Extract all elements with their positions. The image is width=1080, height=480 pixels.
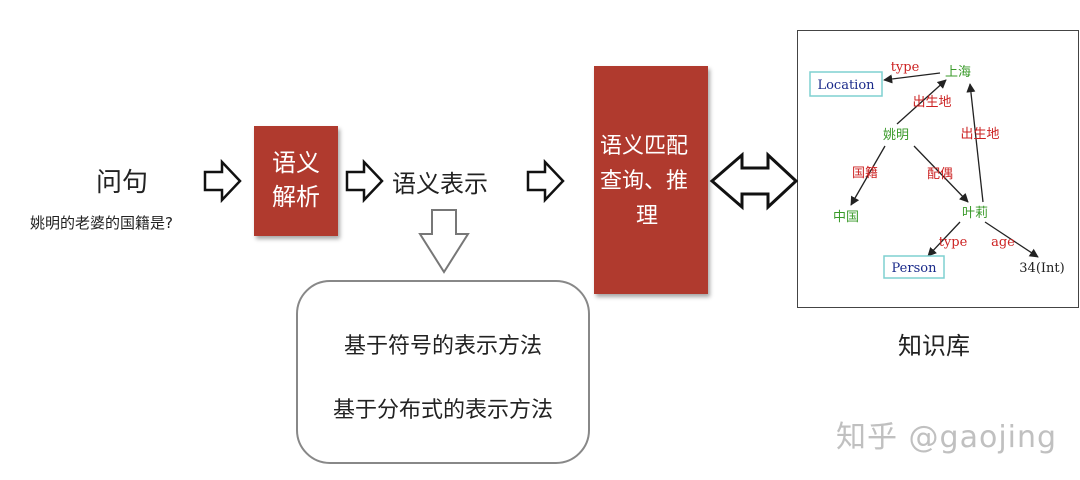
flow-arrow-icon — [526, 158, 565, 204]
edge-type-location — [883, 72, 941, 84]
edge-age — [984, 221, 1039, 258]
node-china: 中国 — [833, 210, 859, 225]
edge-birthplace-yeli — [966, 83, 984, 203]
edge-type-person — [927, 221, 961, 257]
person-node-box — [883, 255, 945, 279]
edge-birthplace-yaoming — [896, 79, 947, 125]
edge-nationality — [850, 145, 886, 206]
semantic-parse-line2: 解析 — [272, 183, 320, 211]
flow-arrow-icon — [203, 158, 242, 204]
semantic-rep-title: 语义表示 — [392, 170, 488, 198]
methods-box: 基于符号的表示方法 基于分布式的表示方法 — [296, 280, 590, 464]
match-line2: 查询、推 — [600, 169, 689, 194]
edge-label-type-location: type — [891, 60, 920, 75]
method-distributed: 基于分布式的表示方法 — [332, 398, 553, 423]
edge-label-spouse: 配偶 — [927, 167, 953, 182]
edge-label-type-person: type — [939, 235, 968, 250]
watermark: 知乎 @gaojing — [836, 420, 1058, 455]
question-text: 姚明的老婆的国籍是? — [30, 214, 173, 232]
node-shanghai: 上海 — [945, 65, 971, 80]
match-line3: 理 — [636, 204, 659, 229]
method-symbolic: 基于符号的表示方法 — [343, 334, 542, 359]
match-line1: 语义匹配 — [600, 134, 689, 159]
semantic-match-box: 语义匹配 查询、推 理 — [594, 66, 708, 294]
question-title: 问句 — [96, 168, 149, 198]
semantic-parse-box: 语义 解析 — [254, 126, 338, 236]
edge-spouse — [913, 145, 969, 203]
double-arrow-icon — [709, 151, 799, 211]
location-node-box — [809, 71, 883, 97]
node-yeli: 叶莉 — [962, 206, 988, 221]
edge-label-birthplace-yaoming: 出生地 — [912, 95, 951, 110]
flow-arrow-icon — [345, 158, 384, 204]
edge-label-age: age — [991, 235, 1015, 250]
knowledge-base-title: 知识库 — [898, 332, 970, 360]
edge-label-birthplace-yeli: 出生地 — [960, 127, 999, 142]
down-arrow-icon — [418, 209, 470, 274]
node-yaoming: 姚明 — [883, 128, 909, 143]
node-person: Person — [892, 261, 938, 276]
semantic-parse-line1: 语义 — [272, 149, 320, 178]
node-location: Location — [817, 78, 875, 93]
node-age-value: 34(Int) — [1019, 261, 1064, 276]
edge-label-nationality: 国籍 — [852, 165, 878, 181]
